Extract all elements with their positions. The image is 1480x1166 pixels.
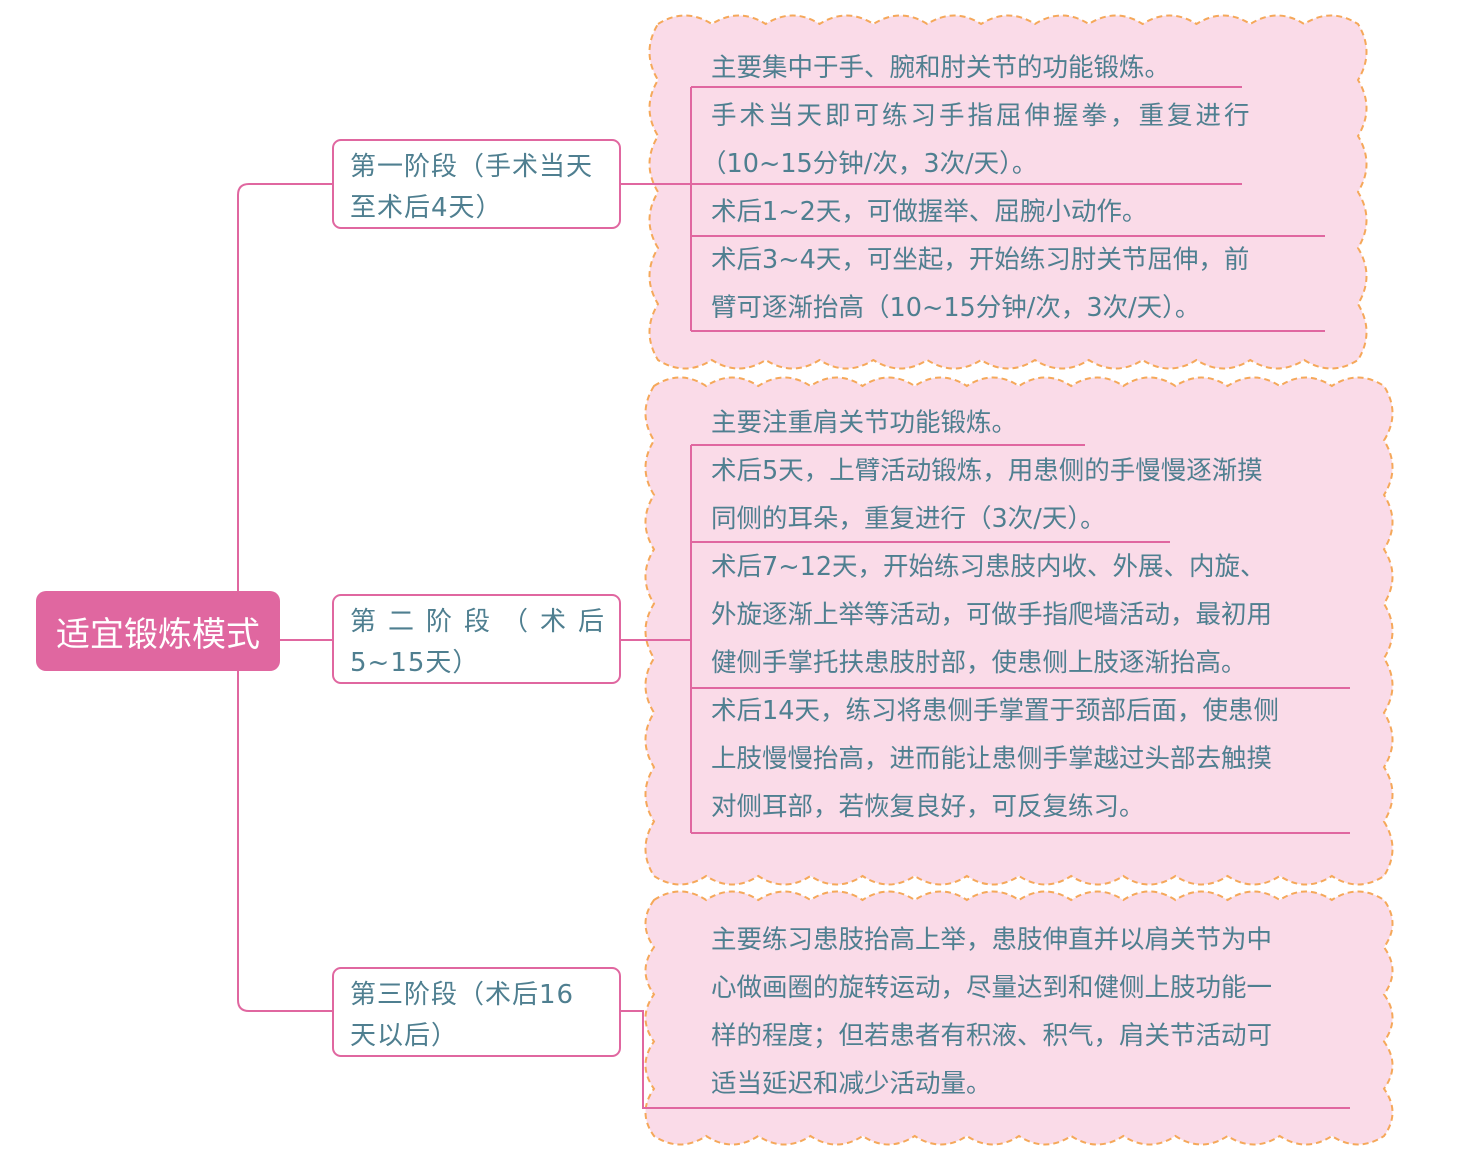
- stage-1-item-3[interactable]: 术后1~2天，可做握举、屈腕小动作。: [711, 188, 1339, 236]
- stage-2-item-4[interactable]: 术后14天，练习将患侧手掌置于颈部后面，使患侧 上肢慢慢抬高，进而能让患侧手掌越…: [711, 687, 1339, 831]
- connectors: [237, 86, 1350, 1109]
- stage3-connector: [621, 1010, 1350, 1109]
- root-label: 适宜锻炼模式: [56, 614, 260, 655]
- item-text-line: 术后14天，练习将患侧手掌置于颈部后面，使患侧: [711, 696, 1279, 726]
- item-text-line: 主要集中于手、腕和肘关节的功能锻炼。: [711, 53, 1171, 83]
- stage-1-topic[interactable]: 第一阶段（手术当天 至术后4天）: [332, 139, 621, 229]
- stage-1-item-4[interactable]: 术后3~4天，可坐起，开始练习肘关节屈伸，前 臂可逐渐抬高（10~15分钟/次，…: [711, 236, 1339, 332]
- stage-2-cloud: [644, 376, 1394, 886]
- item-text-line: 同侧的耳朵，重复进行（3次/天）。: [711, 504, 1106, 534]
- stage-2-item-3[interactable]: 术后7~12天，开始练习患肢内收、外展、内旋、 外旋逐渐上举等活动，可做手指爬墙…: [711, 543, 1339, 687]
- item-text-line: 上肢慢慢抬高，进而能让患侧手掌越过头部去触摸: [711, 744, 1273, 774]
- stage-3-item-1[interactable]: 主要练习患肢抬高上举，患肢伸直并以肩关节为中 心做画圈的旋转运动，尽量达到和健侧…: [711, 916, 1339, 1108]
- item-text-line: 术后7~12天，开始练习患肢内收、外展、内旋、: [711, 552, 1266, 582]
- cloud-backgrounds: [644, 14, 1394, 1146]
- item-text-line: 术后1~2天，可做握举、屈腕小动作。: [711, 197, 1148, 227]
- item-text-line: 臂可逐渐抬高（10~15分钟/次，3次/天）。: [711, 293, 1201, 323]
- stage-1-item-2[interactable]: 手术当天即可练习手指屈伸握拳，重复进行 （10~15分钟/次，3次/天）。: [701, 92, 1339, 188]
- item-text-line: 主要注重肩关节功能锻炼。: [711, 408, 1018, 438]
- item-text-line: （10~15分钟/次，3次/天）。: [701, 149, 1038, 179]
- root-topic[interactable]: 适宜锻炼模式: [36, 591, 280, 671]
- stage-3-topic[interactable]: 第三阶段（术后16 天以后）: [332, 967, 621, 1057]
- stage-2-label-line-2: 5~15天）: [350, 648, 480, 678]
- item-text-line: 对侧耳部，若恢复良好，可反复练习。: [711, 792, 1145, 822]
- item-text-line: 外旋逐渐上举等活动，可做手指爬墙活动，最初用: [711, 600, 1273, 630]
- stage-1-item-1[interactable]: 主要集中于手、腕和肘关节的功能锻炼。: [711, 44, 1339, 92]
- stage-3-label-line-1: 第三阶段（术后16: [350, 980, 575, 1010]
- item-text-line: 术后3~4天，可坐起，开始练习肘关节屈伸，前: [711, 245, 1250, 275]
- item-text-line: 心做画圈的旋转运动，尽量达到和健侧上肢功能一: [711, 973, 1273, 1003]
- stage1-divider: [691, 86, 1325, 332]
- item-text-line: 样的程度；但若患者有积液、积气，肩关节活动可: [711, 1021, 1273, 1051]
- stage-2-item-2[interactable]: 术后5天，上臂活动锻炼，用患侧的手慢慢逐渐摸 同侧的耳朵，重复进行（3次/天）。: [711, 447, 1339, 543]
- stage-2-item-1[interactable]: 主要注重肩关节功能锻炼。: [711, 399, 1339, 447]
- stage-2-topic[interactable]: 第 二 阶 段 （ 术 后 5~15天）: [332, 594, 621, 684]
- item-text-line: 适当延迟和减少活动量。: [711, 1069, 992, 1099]
- item-text-line: 健侧手掌托扶患肢肘部，使患侧上肢逐渐抬高。: [711, 648, 1247, 678]
- stage-1-label-line-2: 至术后4天）: [350, 193, 503, 223]
- stage-2-label-line-1: 第 二 阶 段 （ 术 后: [350, 607, 605, 637]
- stage-1-label-line-1: 第一阶段（手术当天: [350, 152, 594, 182]
- stage-1-cloud: [648, 14, 1368, 370]
- item-text-line: 术后5天，上臂活动锻炼，用患侧的手慢慢逐渐摸: [711, 456, 1263, 486]
- item-text-line: 主要练习患肢抬高上举，患肢伸直并以肩关节为中: [711, 925, 1273, 955]
- stage-3-cloud: [644, 890, 1394, 1146]
- item-text-line: 手术当天即可练习手指屈伸握拳，重复进行: [711, 101, 1253, 131]
- stage2-divider: [691, 444, 1350, 834]
- stage-3-label-line-2: 天以后）: [350, 1021, 459, 1051]
